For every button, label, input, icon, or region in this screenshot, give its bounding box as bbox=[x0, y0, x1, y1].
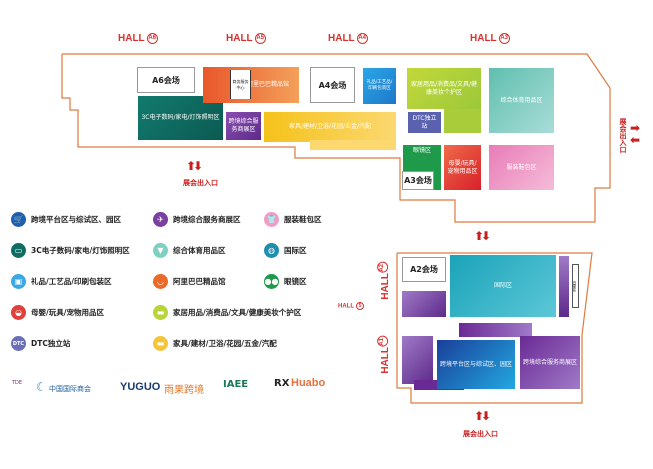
logo-rx: RX bbox=[274, 378, 290, 389]
legend-item: ▬家具/建材/卫浴/花园/五金/汽配 bbox=[153, 336, 277, 351]
venue-a6[interactable]: A6会场 bbox=[137, 67, 195, 93]
legend-item: ◡阿里巴巴精品馆 bbox=[153, 274, 226, 289]
entrance-arrows-bottom-icon: ⬆⬇ bbox=[474, 409, 491, 423]
zone-international[interactable]: 国际区 bbox=[450, 255, 556, 317]
zone-crossborder-service-a1[interactable]: 跨境综合服务商展区 bbox=[520, 336, 580, 389]
business-service-center[interactable]: 商务服务中心 bbox=[230, 70, 251, 99]
logo-yuguo-cn: 雨果跨境 bbox=[164, 385, 204, 396]
zone-home-goods[interactable]: 家居用品/消费品/文具/健康美妆个护区 bbox=[407, 68, 481, 109]
zone-sports[interactable]: 综合体育用品区 bbox=[489, 68, 554, 133]
legend-item: ◒母婴/玩具/宠物用品区 bbox=[11, 305, 104, 320]
legend-item: ◍国际区 bbox=[264, 243, 307, 258]
logo-ccoic: ☾ 中国国际商会 bbox=[36, 380, 91, 394]
dtc-icon: DTC bbox=[11, 336, 26, 351]
zone-baby-toys-pets[interactable]: 母婴/玩具/宠物用品区 bbox=[444, 145, 481, 190]
venue-a4[interactable]: A4会场 bbox=[310, 67, 355, 103]
entrance-arrows-right-icon: ➡⬅ bbox=[630, 121, 640, 147]
zone-furniture-extension bbox=[310, 140, 396, 150]
zone-gifts[interactable]: 礼品/工艺品/印刷包装区 bbox=[363, 68, 396, 104]
legend-item: ▭3C电子数码/家电/灯饰照明区 bbox=[11, 243, 130, 258]
globe-icon: ◍ bbox=[264, 243, 279, 258]
venue-a2[interactable]: A2会场 bbox=[402, 257, 446, 282]
zone-purple-small bbox=[402, 291, 446, 317]
bed-icon: ▬ bbox=[153, 305, 168, 320]
zone-dtc[interactable]: DTC独立站 bbox=[408, 112, 441, 133]
glasses-icon: ●● bbox=[264, 274, 279, 289]
alibaba-icon: ◡ bbox=[153, 274, 168, 289]
zone-crossborder-service[interactable]: 跨境综合服务商展区 bbox=[226, 112, 261, 140]
venue-a3[interactable]: A3会场 bbox=[402, 171, 434, 190]
plane-icon: ✈ bbox=[153, 212, 168, 227]
logo-huabo: Huabo bbox=[291, 377, 326, 389]
zone-3c-electronics[interactable]: 3C电子数码/家电/灯饰照明区 bbox=[138, 96, 223, 140]
zone-small-box[interactable]: 白家区 bbox=[572, 264, 579, 308]
zone-furniture[interactable]: 家具/建材/卫浴/花园/五金/汽配 bbox=[264, 112, 396, 142]
entrance-arrows-icon: ⬆⬇ bbox=[186, 159, 203, 173]
zone-platform-pilot[interactable]: 跨境平台区与综试区、园区 bbox=[437, 340, 515, 389]
legend-item: ▬家居用品/消费品/文具/健康美妆个护区 bbox=[153, 305, 301, 320]
hall-label-a2: HALLA2 bbox=[377, 262, 392, 300]
hall-label-a1: HALLA1 bbox=[377, 336, 392, 374]
zone-home-goods-extension bbox=[444, 109, 481, 133]
legend-item: ▼综合体育用品区 bbox=[153, 243, 226, 258]
gift-icon: ▣ bbox=[11, 274, 26, 289]
zone-purple-top-strip bbox=[459, 323, 532, 337]
legend-item: ●●眼镜区 bbox=[264, 274, 307, 289]
sofa-icon: ▬ bbox=[153, 336, 168, 351]
logo-yuguo: YUGUO bbox=[120, 381, 161, 393]
legend-item: 🛒跨境平台区与综试区、园区 bbox=[11, 212, 121, 227]
legend-item: 👕服装鞋包区 bbox=[264, 212, 322, 227]
legend-item: ✈跨境综合服务商展区 bbox=[153, 212, 241, 227]
logo-iaee: IAEE bbox=[223, 379, 249, 390]
zone-alibaba[interactable]: 阿里巴巴精品馆 bbox=[203, 67, 299, 103]
shuttlecock-icon: ▼ bbox=[153, 243, 168, 258]
shirt-icon: 👕 bbox=[264, 212, 279, 227]
legend-item: ▣礼品/工艺品/印刷包装区 bbox=[11, 274, 111, 289]
entrance-label-right[interactable]: 展会出入口 bbox=[619, 118, 627, 153]
entrance-label-bottom[interactable]: 展会出入口 bbox=[463, 430, 498, 438]
entrance-arrows-middle-icon: ⬆⬇ bbox=[474, 229, 491, 243]
laptop-icon: ▭ bbox=[11, 243, 26, 258]
zone-purple-left bbox=[402, 336, 433, 384]
stroller-icon: ◒ bbox=[11, 305, 26, 320]
zone-purple-strip bbox=[559, 256, 569, 317]
logo-tde: TDE bbox=[12, 380, 23, 386]
entrance-label-top-left[interactable]: 展会出入口 bbox=[183, 179, 218, 187]
zone-apparel[interactable]: 服装鞋包区 bbox=[489, 145, 554, 190]
cart-icon: 🛒 bbox=[11, 212, 26, 227]
